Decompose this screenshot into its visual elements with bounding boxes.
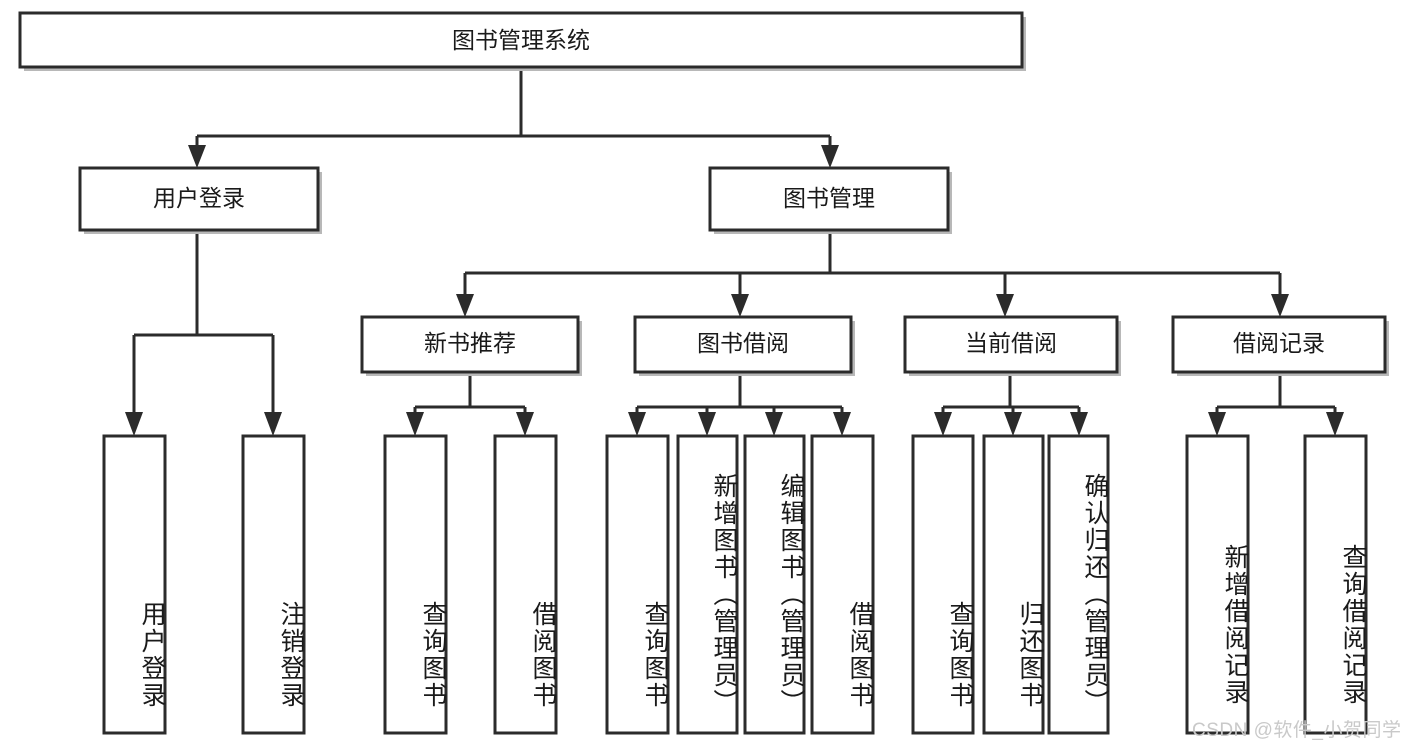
leaf-add-borrow-record-rect[interactable] xyxy=(1185,434,1250,735)
arrow-head-leaf-query-book-2 xyxy=(628,412,646,436)
leaf-edit-book-rect[interactable] xyxy=(743,434,806,735)
node-current-borrow-label: 当前借阅 xyxy=(965,330,1057,356)
arrow-head-leaf-add-borrow-record xyxy=(1208,412,1226,436)
connector-layer xyxy=(125,67,1344,436)
arrow-head-leaf-borrow-book-1 xyxy=(516,412,534,436)
node-user-login-rect xyxy=(78,166,320,232)
arrow-head-leaf-borrow-book-2 xyxy=(833,412,851,436)
leaf-query-book-2-rect[interactable] xyxy=(605,434,670,735)
leaf-borrow-book-2-rect[interactable] xyxy=(810,434,875,735)
arrow-head-book-management xyxy=(821,145,839,168)
node-root[interactable]: 图书管理系统 xyxy=(18,11,1026,71)
node-user-login[interactable]: 用户登录 xyxy=(78,166,322,234)
node-book-management[interactable]: 图书管理 xyxy=(708,166,952,234)
arrow-head-leaf-query-borrow-record xyxy=(1326,412,1344,436)
arrow-head-leaf-confirm-return xyxy=(1070,412,1088,436)
node-book-borrow[interactable]: 图书借阅 xyxy=(633,315,855,376)
leaf-logout-login-rect[interactable] xyxy=(241,434,306,735)
node-borrow-record[interactable]: 借阅记录 xyxy=(1171,315,1389,376)
arrow-head-new-book-recommend xyxy=(456,294,474,317)
node-book-management-rect xyxy=(708,166,950,232)
node-new-book-recommend-rect xyxy=(360,315,580,374)
arrow-head-leaf-return-book xyxy=(1004,412,1022,436)
leaf-user-login-rect[interactable] xyxy=(102,434,167,735)
node-book-management-label: 图书管理 xyxy=(783,185,875,211)
leaf-confirm-return-rect[interactable] xyxy=(1047,434,1110,735)
node-current-borrow[interactable]: 当前借阅 xyxy=(903,315,1121,376)
arrow-head-borrow-record xyxy=(1271,294,1289,317)
node-new-book-recommend[interactable]: 新书推荐 xyxy=(360,315,582,376)
arrow-head-user-login xyxy=(188,145,206,168)
leaf-return-book-rect[interactable] xyxy=(982,434,1045,735)
node-root-rect xyxy=(18,11,1024,69)
arrow-head-current-borrow xyxy=(996,294,1014,317)
node-book-borrow-label: 图书借阅 xyxy=(697,330,789,356)
arrow-head-leaf-edit-book xyxy=(765,412,783,436)
leaf-borrow-book-1-rect[interactable] xyxy=(493,434,558,735)
node-borrow-record-rect xyxy=(1171,315,1387,374)
csdn-watermark: CSDN @软件_小贺同学 xyxy=(1192,720,1402,741)
leaf-add-book-rect[interactable] xyxy=(676,434,739,735)
arrow-head-book-borrow xyxy=(731,294,749,317)
leaf-query-borrow-record-rect[interactable] xyxy=(1303,434,1368,735)
arrow-head-leaf-query-book-1 xyxy=(406,412,424,436)
arrow-head-leaf-user-login xyxy=(125,412,143,436)
arrow-head-leaf-logout-login xyxy=(264,412,282,436)
node-new-book-recommend-label: 新书推荐 xyxy=(424,330,516,356)
leaf-nodes-layer xyxy=(102,434,1368,735)
node-borrow-record-label: 借阅记录 xyxy=(1233,330,1325,356)
node-root-label: 图书管理系统 xyxy=(452,27,590,53)
node-book-borrow-rect xyxy=(633,315,853,374)
leaf-query-book-1-rect[interactable] xyxy=(383,434,448,735)
node-user-login-label: 用户登录 xyxy=(153,185,245,211)
node-current-borrow-rect xyxy=(903,315,1119,374)
arrow-head-leaf-add-book xyxy=(698,412,716,436)
leaf-query-book-3-rect[interactable] xyxy=(911,434,975,735)
arrow-head-leaf-query-book-3 xyxy=(934,412,952,436)
